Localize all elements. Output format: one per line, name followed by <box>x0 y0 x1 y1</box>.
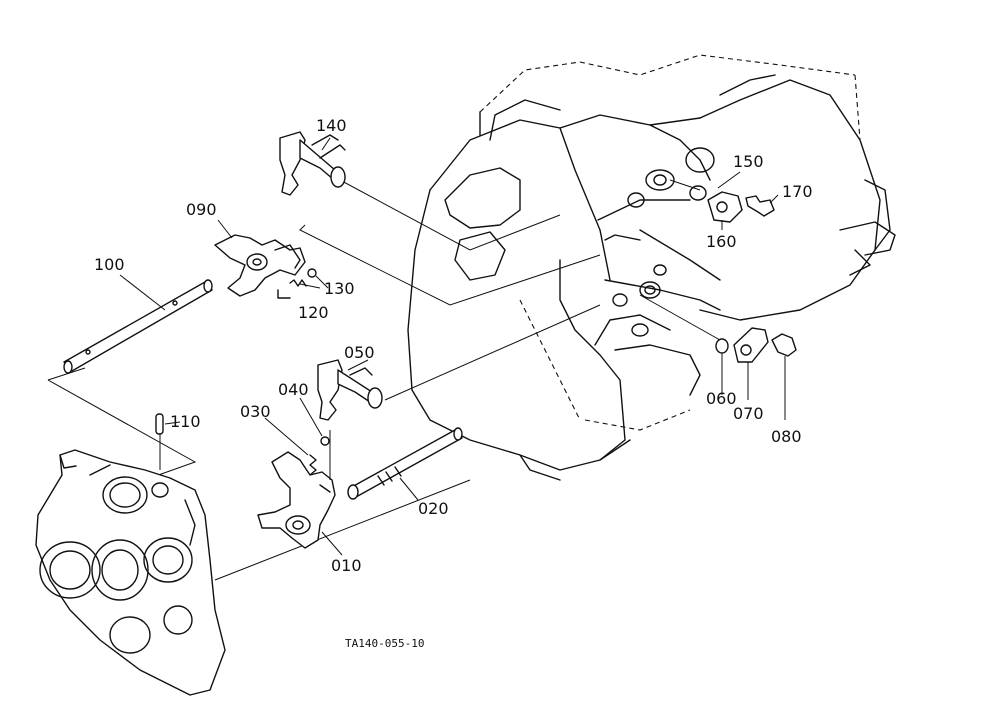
part-090-shift-fork <box>214 234 306 299</box>
callout-leaders <box>119 137 779 556</box>
label-090: 090 <box>186 200 217 219</box>
label-120: 120 <box>298 303 329 322</box>
part-140-lever-shaft <box>279 131 346 196</box>
part-010-shift-fork <box>257 430 336 549</box>
label-040: 040 <box>278 380 309 399</box>
part-060-o-ring <box>715 338 729 395</box>
label-010: 010 <box>331 556 362 575</box>
label-050: 050 <box>344 343 375 362</box>
label-100: 100 <box>94 255 125 274</box>
part-170-bolt <box>745 195 775 217</box>
part-040-ball <box>320 436 330 446</box>
transmission-housing <box>407 54 896 481</box>
front-case <box>35 449 226 696</box>
part-050-lever-shaft <box>317 359 383 421</box>
part-150-o-ring <box>689 185 707 201</box>
part-120-spring <box>289 279 307 287</box>
label-170: 170 <box>782 182 813 201</box>
part-020-fork-rod <box>347 427 463 500</box>
label-060: 060 <box>706 389 737 408</box>
label-080: 080 <box>771 427 802 446</box>
part-030-spring <box>309 454 317 476</box>
label-020: 020 <box>418 499 449 518</box>
part-labels: 140 150 170 160 090 100 130 120 050 040 … <box>94 116 813 650</box>
figure-code: TA140-055-10 <box>345 637 424 650</box>
label-070: 070 <box>733 404 764 423</box>
label-130: 130 <box>324 279 355 298</box>
part-130-ball <box>307 268 317 278</box>
label-110: 110 <box>170 412 201 431</box>
part-160-plate <box>707 191 743 223</box>
part-070-plate <box>733 327 769 400</box>
reference-lines <box>47 179 721 581</box>
label-150: 150 <box>733 152 764 171</box>
part-080-bolt <box>771 333 797 420</box>
part-110-pin <box>155 413 164 470</box>
label-160: 160 <box>706 232 737 251</box>
label-140: 140 <box>316 116 347 135</box>
part-100-fork-rod <box>63 279 213 374</box>
label-030: 030 <box>240 402 271 421</box>
